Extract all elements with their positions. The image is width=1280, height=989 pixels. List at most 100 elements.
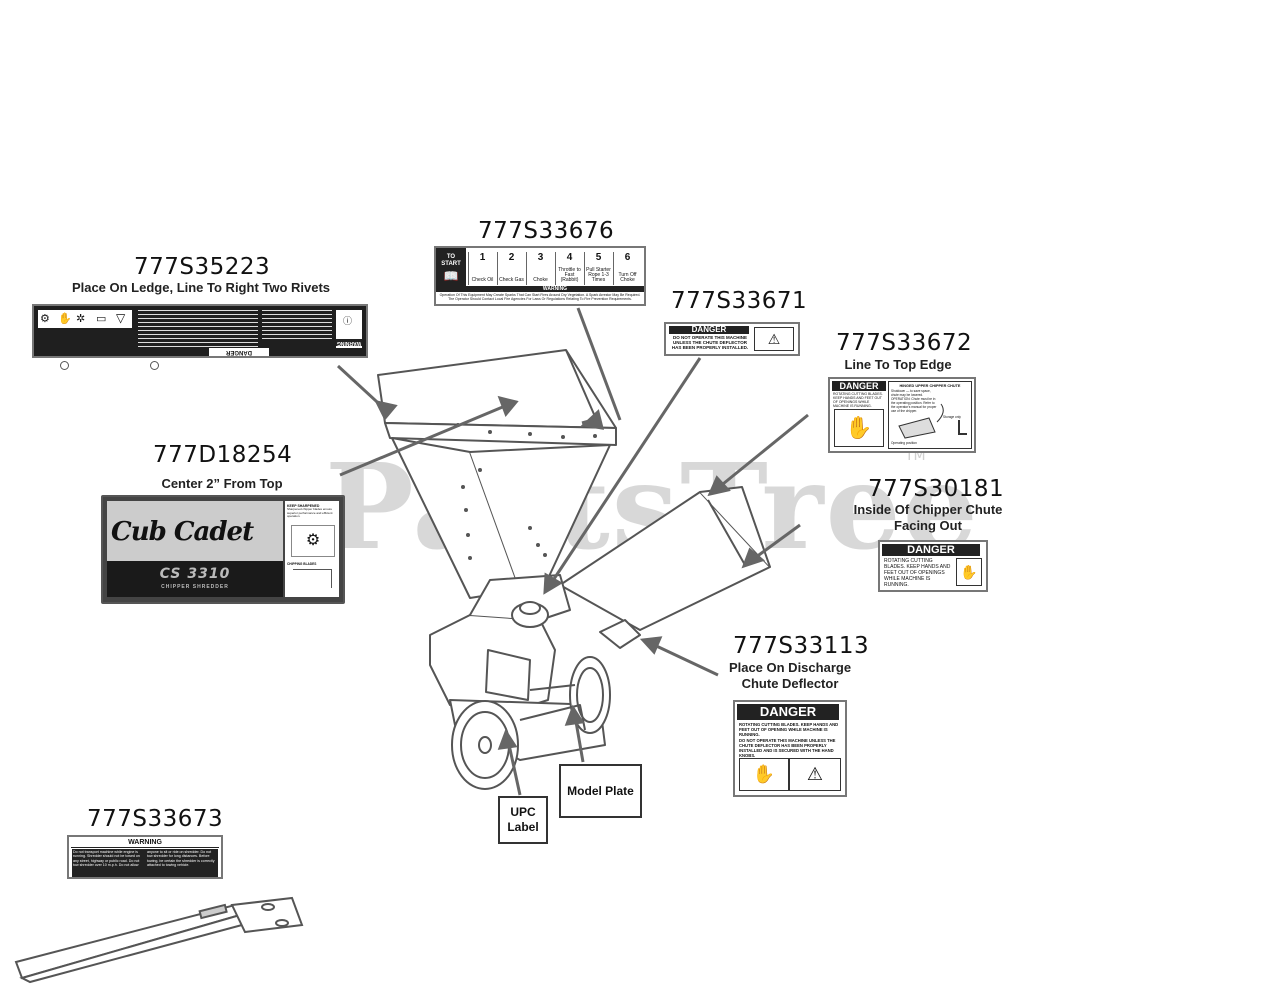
upc-label-line2: Label [507,820,539,834]
start-step-caption: Check Oil [471,277,494,283]
decal-icon-strip: ⚙ ✋ ✲ ▭ ▽ [38,310,132,328]
rivet-mark-right [150,361,159,370]
danger-header-30181: DANGER [882,544,980,556]
leader-lines [336,307,809,796]
part-number-777S33676: 777S33676 [478,218,615,244]
blade-angle-icon [293,569,332,588]
warning-panel: WARNING ⓘ [336,310,362,348]
part-number-777S33671: 777S33671 [671,288,808,314]
start-step-caption: Choke [533,277,548,283]
spark-warning-text: Operation Of This Equipment May Create S… [439,293,641,301]
tow-bar [14,896,304,984]
start-step-caption: Pull Starter Rope 1-3 Times [586,267,611,283]
start-step-number: 2 [508,252,515,263]
part-number-777S33113: 777S33113 [733,633,870,659]
note-777S35223: Place On Ledge, Line To Right Two Rivets [71,280,331,295]
chipping-blades-label: CHIPPING BLADES [287,562,317,566]
operating-position-label: Operating position [891,441,917,445]
part-number-777S33672: 777S33672 [836,330,973,356]
discharge-deflector [599,619,641,649]
hinged-chute-text: Shutdown — to save space, chute may be l… [891,389,937,413]
deflector-hazard-icon: ⚠ [754,327,794,351]
part-number-777S30181: 777S30181 [868,476,1005,502]
decal-777S33671: DANGER DO NOT OPERATE THIS MACHINE UNLES… [664,322,800,356]
upc-label-line1: UPC [510,805,536,819]
start-step-number: 5 [595,252,602,263]
decal-text-30181: ROTATING CUTTING BLADES. KEEP HANDS AND … [884,558,951,588]
spark-warning-header: WARNING [466,286,644,292]
start-step-number: 4 [566,252,573,263]
note-777S33672: Line To Top Edge [844,357,952,372]
left-wheel [451,700,519,790]
decal-text-33673: Do not transport machine while engine is… [72,849,218,877]
decal-777S30181: DANGER ROTATING CUTTING BLADES. KEEP HAN… [878,540,988,592]
part-number-777S33673: 777S33673 [87,806,224,832]
to-start-line2: START [441,261,461,267]
start-step-caption: Check Gas [499,277,524,283]
book-icon: ▭ [96,313,107,325]
chute-position-drawing [898,403,967,439]
danger-header-33113: DANGER [737,704,839,720]
brand-panel: Cub Cadet [107,501,283,561]
sharpen-text: Sharpened chipper blades ensure superior… [287,507,333,518]
rivet-mark-left [60,361,69,370]
info-icon: ⓘ [343,316,353,326]
note-777S30181-line1: Inside Of Chipper Chute [853,502,1003,517]
note-777D18254: Center 2” From Top [161,476,283,491]
chipper-shredder-drawing [377,349,771,790]
decal-777S35223: ⚙ ✋ ✲ ▭ ▽ WARNING ⓘ DANGER [32,304,368,358]
warning-header: WARNING [336,339,362,346]
danger-header-33672: DANGER [832,381,886,391]
warning-triangle-icon: ▽ [116,311,126,325]
to-start-line1: TO [446,254,456,260]
hinged-chute-title: HINGED UPPER CHIPPER CHUTE [899,384,961,388]
sharpen-title: KEEP SHARPENED [287,504,320,508]
note-777S30181-line2: Facing Out [894,518,962,533]
blade-drawing-icon: ⚙ [291,525,335,557]
decal-777S33113: DANGER ROTATING CUTTING BLADES. KEEP HAN… [733,700,847,797]
part-number-777D18254: 777D18254 [153,442,293,468]
decal-fine-print [138,310,258,348]
right-panel-33672: HINGED UPPER CHIPPER CHUTE Shutdown — to… [888,381,972,449]
decal-text2-33113: DO NOT OPERATE THIS MACHINE UNLESS THE C… [739,738,836,758]
brand-logo: Cub Cadet [111,517,254,547]
decal-text-33671: DO NOT OPERATE THIS MACHINE UNLESS THE C… [671,335,749,350]
decal-left-text-33672: ROTATING CUTTING BLADES. KEEP HANDS AND … [833,392,883,408]
start-step-number: 6 [624,252,631,263]
decal-777S33672: DANGER ROTATING CUTTING BLADES. KEEP HAN… [828,377,976,453]
note-777S33113-line2: Chute Deflector [741,676,839,691]
part-number-777S35223: 777S35223 [134,254,271,280]
hand-blade-hazard-icon: ✋ [834,409,884,447]
warning-header-33673: WARNING [71,839,219,848]
start-step-number: 1 [479,252,486,263]
decal-777D18254: Cub Cadet CS 3310 CHIPPER SHREDDER KEEP … [101,495,345,604]
storage-only-label: Storage only [943,415,961,419]
start-step-caption: Turn Off Choke [618,272,637,283]
decal-777S33673: WARNING Do not transport machine while e… [67,835,223,879]
model-name: CS 3310 [159,566,231,582]
to-start-panel: TO START 📖 [436,248,466,292]
model-plate: Model Plate [559,764,642,818]
start-step-caption: Throttle to Fast (Rabbit) [558,267,581,283]
danger-header-33671: DANGER [669,326,749,334]
hand-icon: ✋ [58,313,72,325]
hopper-lip [377,349,617,429]
hand-blade-icon-30181: ✋ [956,558,982,586]
model-subtitle: CHIPPER SHREDDER [161,584,229,590]
danger-tag: DANGER [209,348,269,356]
deflector-icon-33113: ⚠ [789,758,841,791]
model-plate-label: Model Plate [567,783,634,798]
sharpening-panel: KEEP SHARPENED Sharpened chipper blades … [285,501,339,597]
decal-text1-33113: ROTATING CUTTING BLADES. KEEP HANDS AND … [739,722,839,737]
blade-icon: ✲ [76,313,86,325]
decal-777S33676: TO START 📖 WARNING Operation Of This Equ… [434,246,646,306]
upc-label-plate: UPC Label [498,796,548,844]
